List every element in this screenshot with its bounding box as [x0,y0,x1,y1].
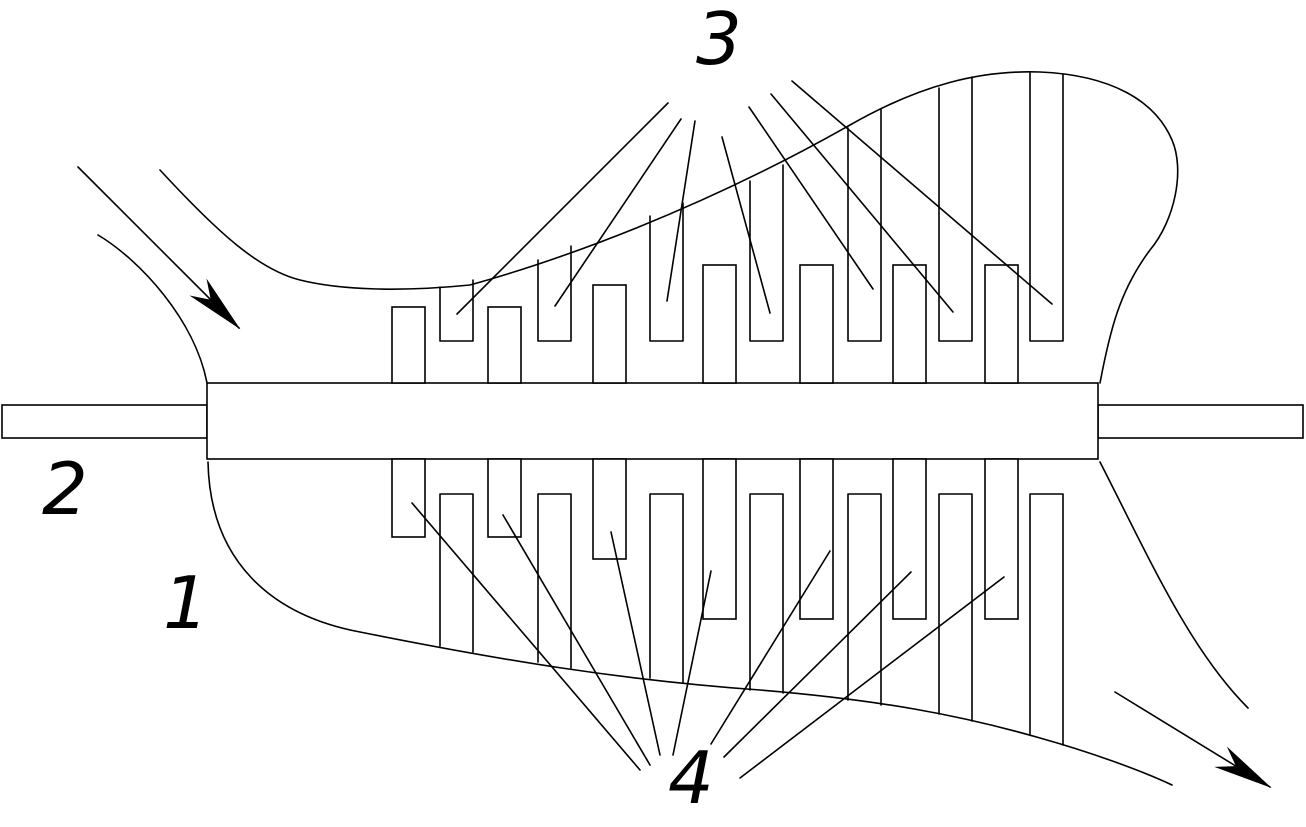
shaft-rotor-body [206,382,1099,460]
upper-rotor-fin [592,284,627,384]
lower-stator-fin [1029,493,1064,746]
leader-line [739,576,1005,779]
lower-stator-fin [649,493,684,683]
upper-stator-fin [749,164,784,342]
casing-lower-right-wall [1099,461,1249,709]
casing-lower-wall [207,461,1173,786]
upper-stator-fin [1029,72,1064,342]
lower-rotor-fin [592,458,627,560]
label-shaft: 2 [42,447,88,531]
lower-stator-fin [847,493,882,706]
leader-line [721,136,771,314]
lower-rotor-fins [391,458,1019,620]
label-lower-fins: 4 [668,736,714,820]
lower-rotor-fin [984,458,1019,620]
lower-rotor-fin [487,458,522,538]
lower-stator-fin [938,493,973,722]
lower-stator-fin [749,493,784,694]
lower-rotor-fin [391,458,426,538]
outlet-flow-arrow [1114,691,1272,789]
upper-rotor-fin [984,264,1019,384]
leader-line [411,502,641,771]
upper-rotor-fin [799,264,834,384]
upper-stator-fin [439,279,474,342]
shaft-right-stub [1097,404,1304,439]
shaft [1,382,1304,460]
inlet-flow-arrow [77,166,241,330]
leader-line [554,118,682,307]
leader-line [456,102,669,315]
upper-stator-fin [938,76,973,342]
upper-stator-fin [649,202,684,342]
leader-line [723,571,912,758]
callout-labels: 3 2 1 4 [42,0,742,820]
lower-stator-fins [439,493,1064,746]
casing-upper-left-wall [159,71,1179,384]
upper-rotor-fins [391,264,1019,384]
leader-line [770,93,954,313]
leader-line [748,106,874,290]
upper-rotor-fin [487,306,522,384]
lower-rotor-fin [892,458,927,620]
upper-rotor-fin [892,264,927,384]
leader-line [672,570,712,756]
flow-arrows [77,166,1272,789]
upper-stator-fins [439,72,1064,342]
casing-outer-left-wall [97,234,208,384]
leader-line [666,120,696,302]
label-casing: 1 [163,561,209,645]
leader-lines-upper [456,80,1053,315]
leader-line [791,80,1053,305]
leader-line [502,514,651,766]
label-upper-fins: 3 [696,0,742,81]
leader-lines-lower [411,502,1005,779]
casing-outline [97,71,1249,786]
lower-rotor-fin [702,458,737,620]
upper-rotor-fin [391,306,426,384]
upper-rotor-fin [702,264,737,384]
lower-stator-fin [537,493,572,669]
upper-stator-fin [537,245,572,342]
lower-stator-fin [439,493,474,653]
leader-line [710,550,831,745]
lower-rotor-fin [799,458,834,620]
leader-line [610,531,661,756]
shaft-left-stub [1,404,208,439]
